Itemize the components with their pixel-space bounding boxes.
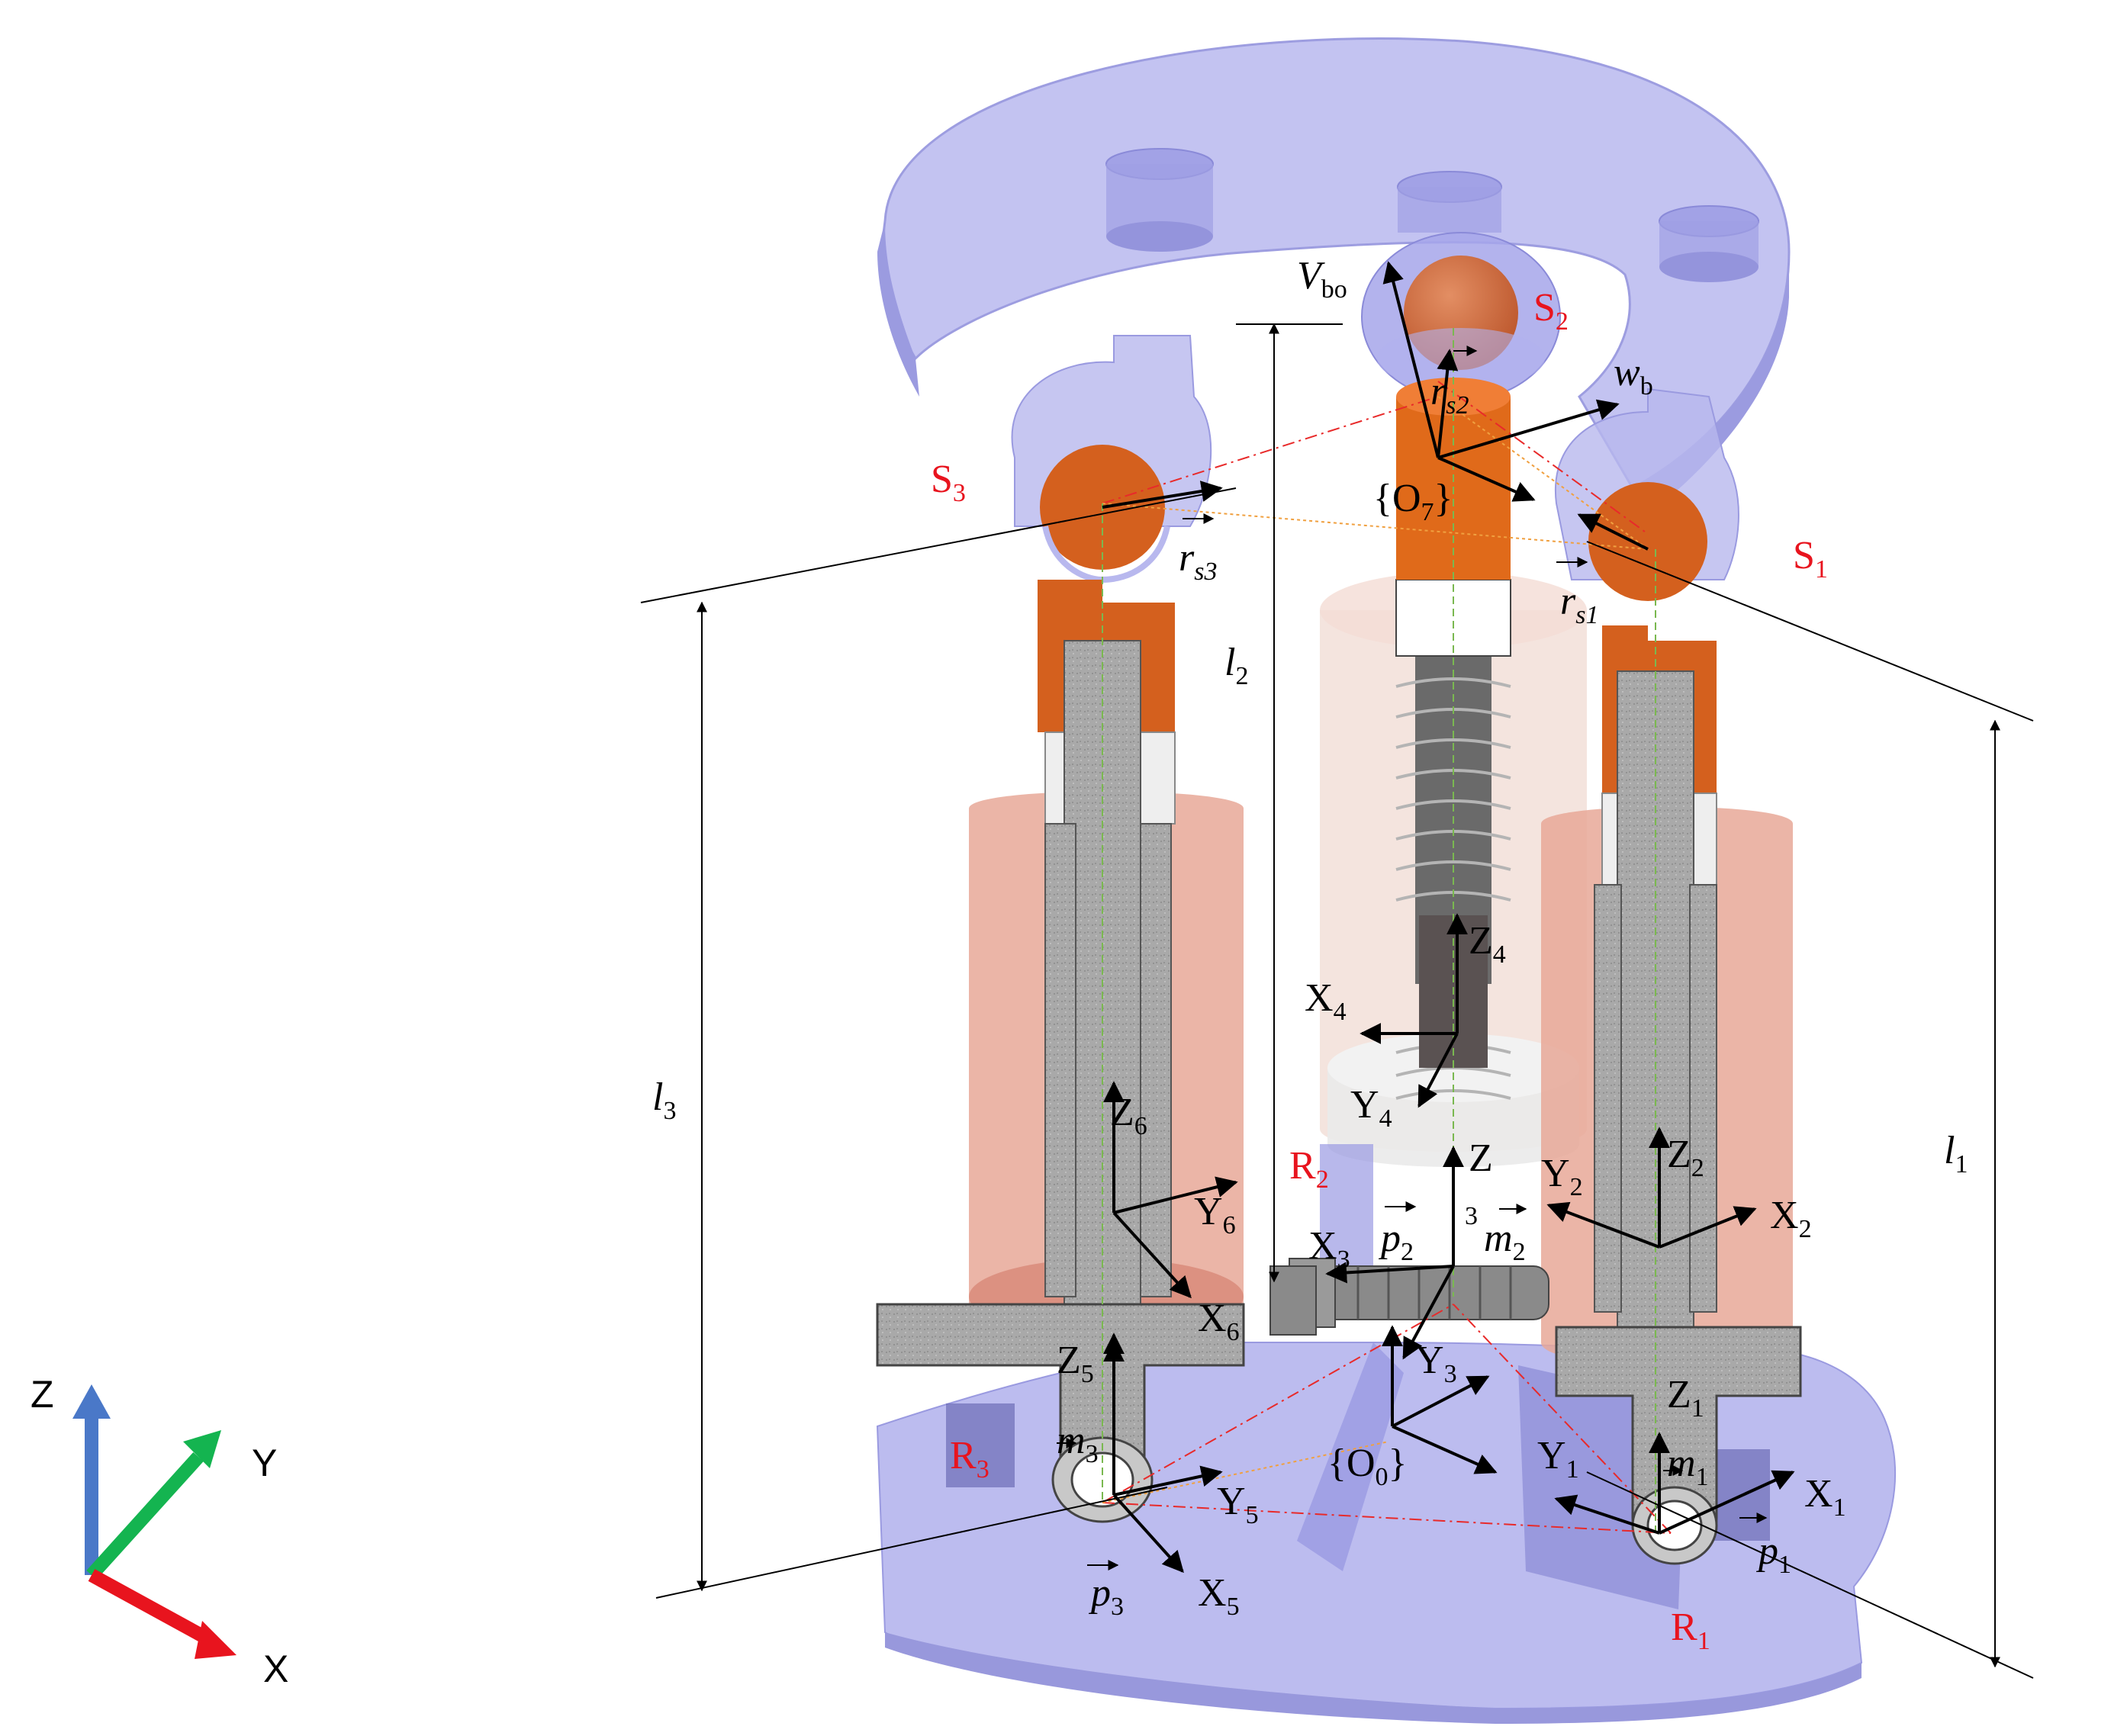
label-s2: S2 xyxy=(1533,286,1569,336)
label-l1: l1 xyxy=(1944,1129,1968,1178)
label-rs1: rs1 xyxy=(1560,580,1598,629)
axis-z-label: Z xyxy=(31,1373,54,1416)
label-z1: Z1 xyxy=(1667,1373,1704,1423)
label-z5: Z5 xyxy=(1057,1339,1094,1388)
label-y6: Y6 xyxy=(1194,1190,1236,1239)
label-x4: X4 xyxy=(1305,976,1347,1026)
axis-y-label: Y xyxy=(252,1442,277,1484)
label-rs3: rs3 xyxy=(1179,536,1217,586)
spherical-joint-s1 xyxy=(1554,387,1739,601)
label-m1: m1 xyxy=(1667,1442,1709,1491)
label-s1: S1 xyxy=(1793,534,1828,583)
label-l2: l2 xyxy=(1224,641,1248,690)
label-l3: l3 xyxy=(652,1075,676,1125)
label-z6: Z6 xyxy=(1110,1091,1147,1140)
label-z: Z xyxy=(1469,1136,1493,1180)
label-x5: X5 xyxy=(1198,1571,1240,1621)
axis-triad: Z Y X xyxy=(31,1373,288,1690)
label-z4: Z4 xyxy=(1469,919,1506,969)
label-o7: {O7} xyxy=(1373,477,1453,526)
base-plate xyxy=(876,1342,1897,1724)
label-x2: X2 xyxy=(1770,1194,1812,1243)
label-z2: Z2 xyxy=(1667,1133,1704,1182)
label-wb: wb xyxy=(1614,351,1653,400)
label-p1: p1 xyxy=(1755,1529,1791,1579)
frame-arrows xyxy=(1102,261,1795,1574)
label-o0: {O0} xyxy=(1327,1442,1407,1491)
label-z3: 3 xyxy=(1465,1202,1478,1230)
label-x1: X1 xyxy=(1804,1472,1846,1522)
axis-y-arrow xyxy=(86,1451,204,1580)
spherical-joint-s2 xyxy=(1361,232,1561,401)
label-x6: X6 xyxy=(1198,1297,1240,1346)
label-p2: p2 xyxy=(1378,1217,1414,1266)
label-m2: m2 xyxy=(1484,1217,1526,1266)
label-y1: Y1 xyxy=(1537,1434,1579,1484)
dimension-lines xyxy=(640,323,2034,1679)
label-r3: R3 xyxy=(950,1434,989,1484)
label-y3: Y3 xyxy=(1415,1339,1457,1388)
label-p3: p3 xyxy=(1088,1571,1124,1621)
label-m3: m3 xyxy=(1057,1419,1099,1468)
axis-x-label: X xyxy=(263,1648,288,1690)
label-y5: Y5 xyxy=(1217,1480,1259,1529)
axis-x-arrow xyxy=(88,1569,214,1646)
label-y4: Y4 xyxy=(1350,1083,1392,1133)
label-vbo: Vbo xyxy=(1297,254,1347,304)
label-rs2: rs2 xyxy=(1430,370,1469,420)
label-s3: S3 xyxy=(931,458,966,507)
label-x3: X3 xyxy=(1308,1224,1350,1274)
label-r2: R2 xyxy=(1289,1144,1329,1194)
label-y2: Y2 xyxy=(1541,1152,1583,1201)
leg-2-base xyxy=(1269,1144,1549,1336)
label-r1: R1 xyxy=(1671,1606,1710,1655)
